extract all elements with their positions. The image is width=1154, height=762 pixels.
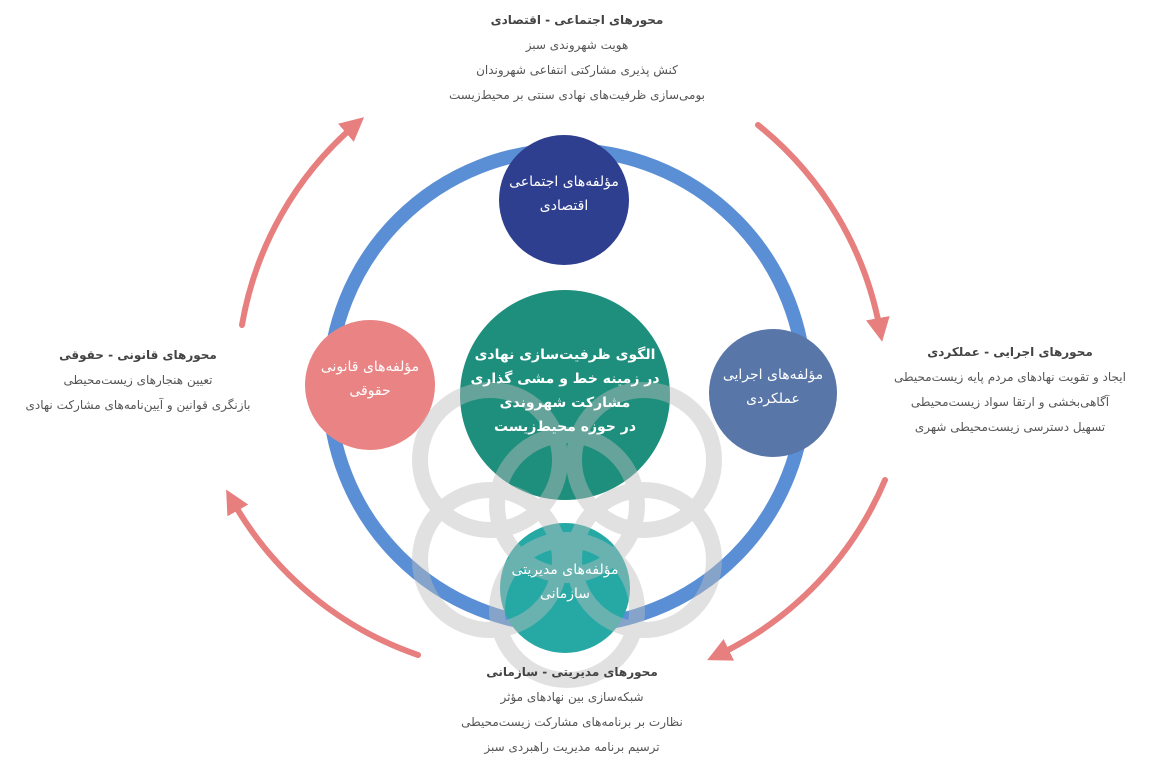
circle-center <box>460 290 670 500</box>
label-social-line-2: اقتصادی <box>539 198 589 214</box>
label-center-line-3: مشارکت شهروندی <box>499 395 631 411</box>
watermark-emblem-icon <box>412 382 722 688</box>
label-legal-line-2: حقوقی <box>349 383 391 399</box>
block-left-item-2: بازنگری قوانین و آیین‌نامه‌های مشارکت نه… <box>25 398 251 412</box>
block-bottom-item-3: ترسیم برنامه مدیریت راهبردی سبز <box>484 740 660 754</box>
block-left: محورهای قانونی - حقوقی تعیین هنجارهای زی… <box>4 343 272 418</box>
label-managerial-line-2: سازمانی <box>539 586 591 602</box>
block-top: محورهای اجتماعی - اقتصادی هویت شهروندی س… <box>377 8 777 108</box>
arrow-bottom-left <box>226 489 421 658</box>
circle-legal <box>305 320 435 450</box>
block-top-title: محورهای اجتماعی - اقتصادی <box>490 13 664 27</box>
block-right-item-2: آگاهی‌بخشی و ارتقا سواد زیست‌محیطی <box>910 395 1110 409</box>
label-center-line-2: در زمینه خط و مشی گذاری <box>470 371 660 387</box>
circle-social <box>499 135 629 265</box>
block-right: محورهای اجرایی - عملکردی ایجاد و تقویت ن… <box>868 340 1152 440</box>
label-social: مؤلفه‌های اجتماعی اقتصادی <box>494 170 634 218</box>
circle-executive <box>709 329 837 457</box>
label-managerial: مؤلفه‌های مدیریتی سازمانی <box>495 558 635 606</box>
arrow-top-left <box>239 117 365 328</box>
block-bottom-item-2: نظارت بر برنامه‌های مشارکت زیست‌محیطی <box>461 715 683 729</box>
circle-managerial <box>500 523 630 653</box>
label-executive-line-2: عملکردی <box>746 391 800 407</box>
block-right-item-3: تسهیل دسترسی زیست‌محیطی شهری <box>914 420 1106 434</box>
block-bottom-item-1: شبکه‌سازی بین نهادهای مؤثر <box>500 690 644 704</box>
label-managerial-line-1: مؤلفه‌های مدیریتی <box>511 562 619 578</box>
block-bottom-title: محورهای مدیریتی - سازمانی <box>486 665 658 679</box>
block-left-title: محورهای قانونی - حقوقی <box>59 348 217 362</box>
label-center-line-1: الگوی ظرفیت‌سازی نهادی <box>474 347 656 363</box>
block-bottom: محورهای مدیریتی - سازمانی شبکه‌سازی بین … <box>382 660 762 760</box>
block-top-item-1: هویت شهروندی سبز <box>525 38 629 52</box>
label-center: الگوی ظرفیت‌سازی نهادی در زمینه خط و مشی… <box>465 343 665 439</box>
label-legal-line-1: مؤلفه‌های قانونی <box>320 359 420 375</box>
arrow-bottom-right <box>707 477 888 661</box>
block-right-title: محورهای اجرایی - عملکردی <box>927 345 1093 359</box>
label-executive-line-1: مؤلفه‌های اجرایی <box>722 367 824 383</box>
block-top-item-3: بومی‌سازی ظرفیت‌های نهادی سنتی بر محیط‌ز… <box>449 88 705 102</box>
block-right-item-1: ایجاد و تقویت نهادهای مردم پایه زیست‌محی… <box>894 370 1126 384</box>
block-top-item-2: کنش پذیری مشارکتی انتفاعی شهروندان <box>476 63 678 77</box>
label-executive: مؤلفه‌های اجرایی عملکردی <box>703 363 843 411</box>
label-social-line-1: مؤلفه‌های اجتماعی <box>509 174 619 190</box>
arrow-top-right <box>755 122 890 342</box>
label-center-line-4: در حوزه محیط‌زیست <box>493 419 637 435</box>
block-left-item-1: تعیین هنجارهای زیست‌محیطی <box>63 373 213 387</box>
label-legal: مؤلفه‌های قانونی حقوقی <box>300 355 440 403</box>
